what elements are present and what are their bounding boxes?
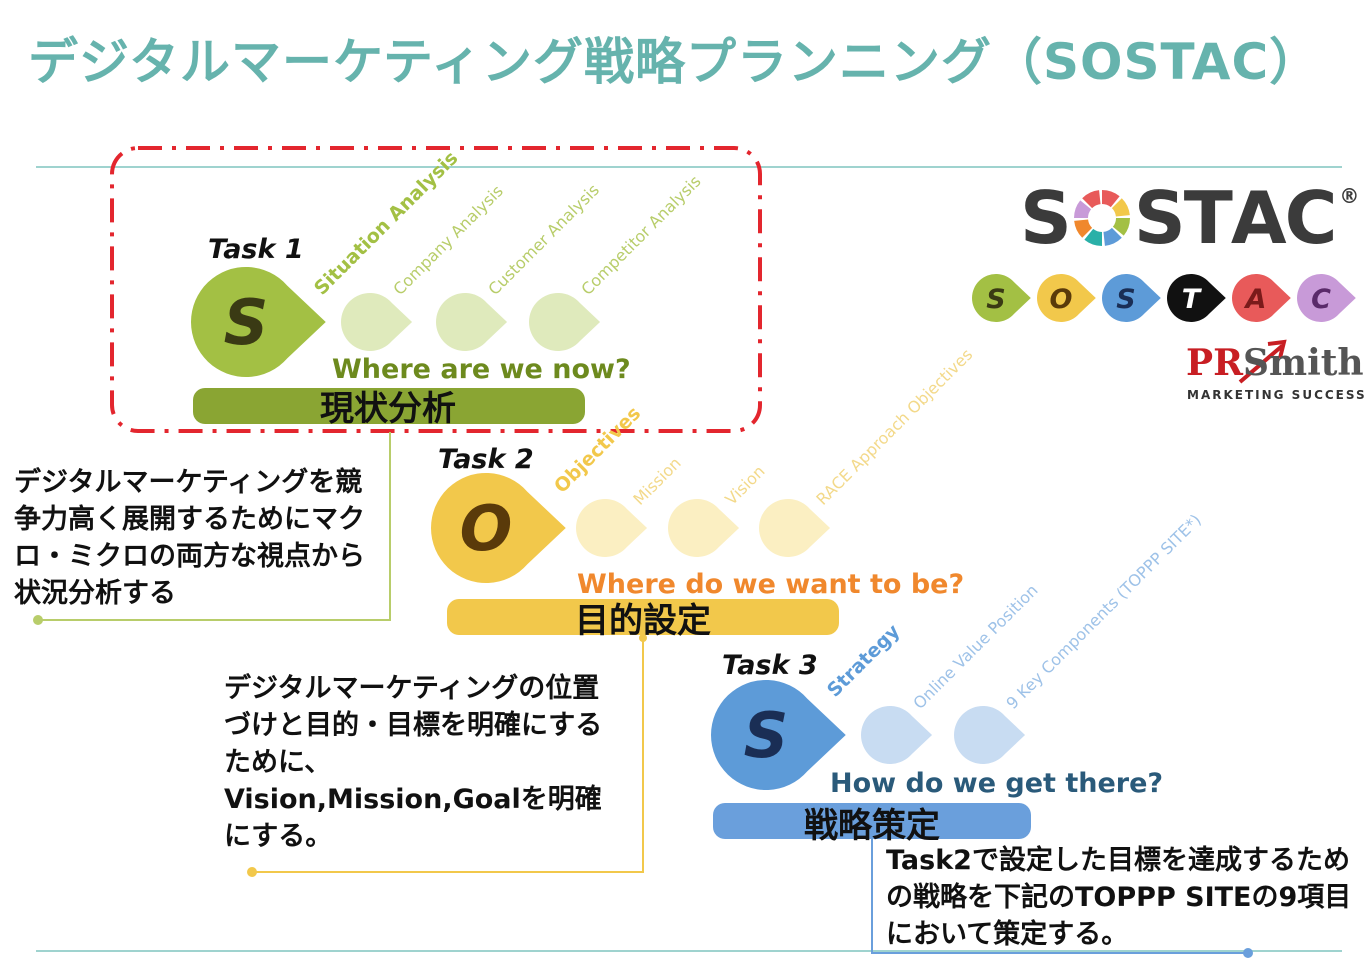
wheel-segment	[1112, 218, 1130, 236]
logo-badge	[1232, 274, 1291, 322]
logo-badge	[1297, 274, 1356, 322]
connector-line-objectives	[252, 635, 644, 873]
task-label: Task 2	[438, 444, 534, 475]
sub-item-label: 9 Key Components (TOPPP SITE*)	[1002, 510, 1204, 712]
phase-bar	[447, 599, 839, 635]
growth-arrow-icon	[1238, 339, 1287, 384]
main-item-label: Strategy	[823, 620, 905, 702]
logo-letter-s2: S	[1133, 176, 1186, 260]
logo-badge-letter: C	[1311, 284, 1331, 315]
logo-letter-t: T	[1183, 176, 1233, 260]
task-big-drop	[431, 473, 566, 583]
logo-badge-letter: S	[1116, 284, 1135, 315]
sub-item-label: RACE Approach Objectives	[812, 345, 976, 509]
phase-bar	[713, 803, 1031, 839]
sub-item-label: Vision	[721, 462, 768, 509]
logo-badge	[972, 274, 1031, 322]
wheel-segment	[1082, 190, 1101, 209]
task-letter: S	[224, 286, 269, 359]
task1-highlight-frame	[110, 146, 762, 433]
connector-dot-objectives	[247, 867, 257, 877]
description-strategy: Task2で設定した目標を達成するための戦略を下記のTOPPP SITEの9項目…	[886, 845, 1352, 950]
task-label: Task 1	[208, 234, 304, 265]
sub-item-drop	[953, 706, 1026, 765]
logo-badge	[1037, 274, 1096, 322]
brand-pr: PR	[1186, 342, 1243, 384]
logo-badge	[1102, 274, 1161, 322]
connector-line-strategy	[871, 839, 1248, 954]
wheel-segment	[1073, 200, 1091, 218]
sub-item-drop	[436, 293, 508, 351]
wheel-segment	[1074, 219, 1092, 238]
brand-smith: Smith	[1243, 342, 1364, 384]
sub-item-drop	[668, 498, 740, 557]
task-big-drop	[190, 267, 326, 377]
sub-item-drop	[576, 498, 648, 557]
wheel-segment	[1111, 198, 1130, 217]
page-title: デジタルマーケティング戦略プランニング（SOSTAC）	[28, 33, 1321, 91]
connector-line-situation	[38, 432, 391, 621]
description-objectives: デジタルマーケティングの位置づけと目的・目標を明確にするために、Vision,M…	[224, 673, 603, 852]
prsmith-logo: PRSmith	[1186, 342, 1364, 384]
sub-item-drop	[529, 293, 601, 351]
logo-letter-a: A	[1230, 176, 1287, 260]
wheel-segment	[1103, 227, 1122, 246]
task-letter: O	[460, 492, 513, 565]
brand-tagline: MARKETING SUCCESS	[1187, 388, 1367, 402]
color-wheel-icon	[1073, 190, 1130, 246]
task-big-drop	[711, 680, 846, 790]
logo-letter-s1: S	[1020, 176, 1072, 260]
connector-dot-strategy	[1243, 948, 1253, 958]
wheel-segment	[1101, 190, 1120, 208]
connector-dot-situation	[33, 615, 43, 625]
sub-item-drop	[759, 498, 831, 557]
sub-item-drop	[341, 293, 413, 351]
phase-bar	[193, 388, 585, 424]
description-situation: デジタルマーケティングを競争力高く展開するためにマクロ・ミクロの両方な視点から状…	[14, 467, 365, 609]
task-question: Where do we want to be?	[577, 569, 964, 600]
connector-dot-objectives-top	[639, 634, 647, 642]
registered-mark: ®	[1339, 184, 1359, 208]
task-question: Where are we now?	[332, 354, 631, 385]
task-letter: S	[744, 699, 789, 772]
logo-badge-letter: S	[986, 284, 1005, 315]
sub-item-label: Mission	[629, 453, 684, 508]
logo-badge	[1167, 274, 1226, 322]
phase-bar-label: 現状分析	[320, 389, 456, 429]
sub-item-drop	[861, 706, 933, 764]
main-item-label: Situation Analysis	[310, 147, 462, 299]
task-question: How do we get there?	[830, 768, 1163, 799]
task-label: Task 3	[722, 650, 818, 681]
wheel-segment	[1084, 228, 1102, 246]
logo-badge-letter: T	[1182, 284, 1203, 315]
logo-badge-letter: A	[1244, 284, 1267, 315]
logo-badge-letter: O	[1050, 284, 1073, 315]
logo-letter-c: C	[1284, 176, 1338, 260]
